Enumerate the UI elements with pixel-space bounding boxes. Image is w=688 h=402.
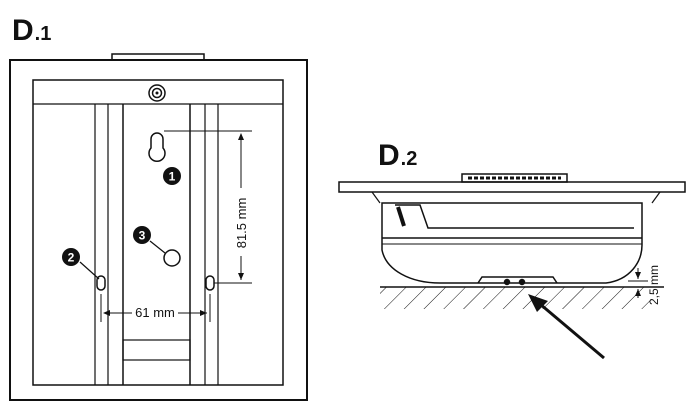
detector-body xyxy=(381,202,643,284)
bottom-slot xyxy=(122,339,191,361)
svg-text:1: 1 xyxy=(169,170,176,184)
svg-text:2: 2 xyxy=(68,251,75,265)
pointer-arrow-icon xyxy=(528,294,605,360)
base-plate xyxy=(338,181,686,193)
dim-vertical-label: 81.5 mm xyxy=(234,198,249,249)
d1-label: D.1 xyxy=(12,14,51,47)
dimension-gap: 2,5 mm xyxy=(628,265,661,305)
side-slot-right-icon xyxy=(205,275,215,291)
screw-icon xyxy=(148,84,166,102)
contact-dot-right xyxy=(518,278,526,286)
dim-horizontal-label: 61 mm xyxy=(135,305,175,320)
marker-1: 1 xyxy=(163,167,181,185)
d2-label: D.2 xyxy=(378,139,417,172)
contact-dot-left xyxy=(503,278,511,286)
right-rails xyxy=(189,104,219,385)
surface-hatch xyxy=(380,287,650,309)
left-rails xyxy=(94,104,124,385)
outer-casing xyxy=(9,59,308,401)
marker-2: 2 xyxy=(62,248,80,266)
svg-text:3: 3 xyxy=(139,229,146,243)
round-hole-icon xyxy=(163,249,181,267)
figure-d1: D.1 xyxy=(9,14,308,401)
dim-gap-label: 2,5 mm xyxy=(647,265,661,305)
marker-3-leader xyxy=(149,240,166,254)
dimension-vertical: 81.5 mm xyxy=(164,130,252,284)
inner-frame xyxy=(32,79,284,386)
figure-d2: D.2 2,5 mm xyxy=(338,139,686,360)
side-slot-left-icon xyxy=(96,275,106,291)
marker-2-leader xyxy=(79,261,100,280)
keyhole-icon xyxy=(148,132,166,163)
dimension-horizontal: 61 mm xyxy=(100,294,211,322)
contact-bump xyxy=(477,276,558,284)
top-grille xyxy=(461,173,568,183)
marker-3: 3 xyxy=(133,226,151,244)
